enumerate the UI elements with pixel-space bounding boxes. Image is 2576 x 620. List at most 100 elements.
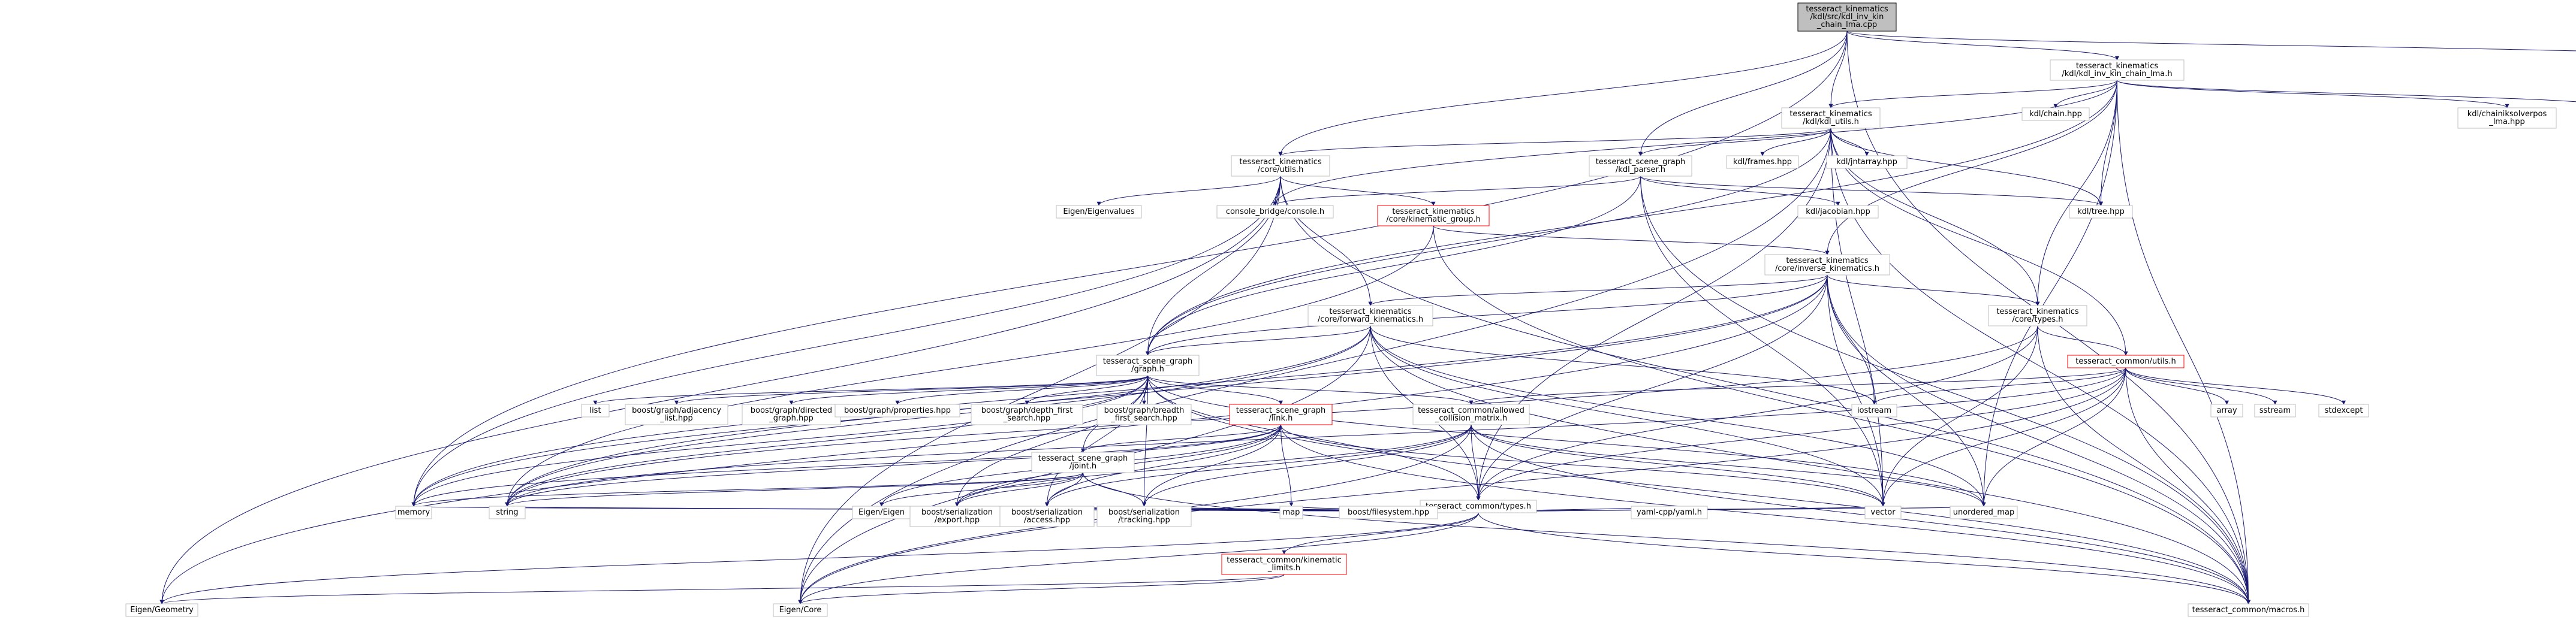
edge-inverse-kinematics-h-to-graph-h (1146, 274, 1828, 356)
edge-kdl-inv-kin-chain-lma-h-to-core-types-h (2035, 80, 2117, 306)
edge-link-h-to-memory (411, 424, 1281, 507)
edge-root-to-kdl-utils-h (1828, 31, 1848, 108)
edge-root-to-core-utils-h (1278, 31, 1848, 156)
edge-kinematic-group-h-to-macros-h (1433, 225, 2250, 604)
node-box (1031, 452, 1135, 473)
node-forward-kinematics-h[interactable]: tesseract_kinematics/core/forward_kinema… (1307, 305, 1433, 326)
edge-kdl-inv-kin-chain-lma-h-to-unordered-map (1981, 80, 2117, 507)
node-jacobian-hpp[interactable]: kdl/jacobian.hpp (1797, 205, 1879, 219)
node-box (2067, 355, 2185, 368)
edge-link-h-to-macros-h (1281, 424, 2250, 604)
edge-common-types-h-to-eigen-core (798, 512, 1479, 604)
node-chainiksolverpos-lma-hpp[interactable]: kdl/chainiksolverpos_lma.hpp (2457, 107, 2557, 129)
node-breadth-first-hpp[interactable]: boost/graph/breadth_first_search.hpp (1096, 404, 1192, 425)
node-macros-h[interactable]: tesseract_common/macros.h (2188, 603, 2309, 617)
node-core-types-h[interactable]: tesseract_kinematics/core/types.h (1988, 305, 2087, 326)
edge-kdl-utils-h-to-tree-hpp (1830, 128, 2103, 206)
node-label: /export.hpp (935, 516, 980, 525)
node-label: stdexcept (2325, 406, 2363, 415)
node-box (1589, 155, 1692, 177)
edge-allowed-collision-h-to-macros-h (1471, 424, 2250, 604)
node-allowed-collision-h[interactable]: tesseract_common/allowed_collision_matri… (1412, 404, 1530, 425)
edge-graph-h-to-link-h (1147, 375, 1283, 405)
node-label: kdl/jacobian.hpp (1806, 207, 1870, 216)
node-kdl-utils-h[interactable]: tesseract_kinematics/kdl/kdl_utils.h (1781, 107, 1881, 129)
edge-joint-h-to-ser-access (1045, 472, 1083, 507)
node-common-utils-h[interactable]: tesseract_common/utils.h (2067, 355, 2185, 368)
node-label: _search.hpp (1003, 414, 1051, 423)
node-box (1279, 506, 1303, 519)
node-kdl-inv-kin-chain-lma-h[interactable]: tesseract_kinematics/kdl/kdl_inv_kin_cha… (2050, 59, 2185, 81)
node-eigen-core[interactable]: Eigen/Core (773, 603, 828, 617)
node-ser-access[interactable]: boost/serialization/access.hpp (999, 506, 1095, 527)
node-label: tesseract_scene_graph (1103, 357, 1192, 366)
edge-common-types-h-to-kinematic-limits-h (1282, 512, 1479, 555)
node-kinematic-limits-h[interactable]: tesseract_common/kinematic_limits.h (1221, 554, 1347, 575)
edge-inverse-kinematics-h-to-memory (411, 274, 1828, 507)
edge-common-types-h-to-eigen-geometry (159, 512, 1479, 604)
node-core-utils-h[interactable]: tesseract_kinematics/core/utils.h (1231, 155, 1330, 177)
node-stdexcept[interactable]: stdexcept (2318, 404, 2369, 418)
node-depth-first-hpp[interactable]: boost/graph/depth_first_search.hpp (971, 404, 1083, 425)
node-array[interactable]: array (2210, 404, 2243, 418)
edge-root-to-memory (411, 31, 1848, 507)
edge-kinematic-group-h-to-string (505, 225, 1434, 507)
node-graph-h[interactable]: tesseract_scene_graph/graph.h (1096, 355, 1200, 376)
node-eigen-eigen[interactable]: Eigen/Eigen (852, 506, 911, 519)
edge-allowed-collision-h-to-ser-access (1045, 424, 1472, 507)
node-label: _limits.h (1267, 564, 1300, 573)
edge-core-utils-h-to-kinematic-group-h (1280, 176, 1436, 206)
node-tree-hpp[interactable]: kdl/tree.hpp (2069, 205, 2133, 219)
edge-root-to-kdl-parser-h (1638, 31, 1848, 156)
node-box (1950, 506, 2018, 519)
node-jntarray-hpp[interactable]: kdl/jntarray.hpp (1826, 155, 1908, 169)
node-vector[interactable]: vector (1864, 506, 1902, 519)
node-joint-h[interactable]: tesseract_scene_graph/joint.h (1031, 452, 1135, 473)
node-sstream[interactable]: sstream (2254, 404, 2296, 418)
edge-core-utils-h-to-eigenvalues (1096, 176, 1281, 206)
node-label: boost/filesystem.hpp (1348, 508, 1429, 517)
edge-kdl-inv-kin-chain-lma-h-to-chainiksolverpos-lma-hpp (2117, 80, 2509, 108)
edge-joint-h-to-ser-tracking (1083, 472, 1146, 507)
node-memory[interactable]: memory (395, 506, 432, 519)
node-eigenvalues[interactable]: Eigen/Eigenvalues (1056, 205, 1142, 219)
node-label: tesseract_common/utils.h (2075, 357, 2176, 366)
node-ser-tracking[interactable]: boost/serialization/tracking.hpp (1096, 506, 1192, 527)
node-label: _lma.hpp (2488, 117, 2525, 126)
node-box (1377, 205, 1490, 226)
node-string[interactable]: string (489, 506, 526, 519)
node-frames-hpp[interactable]: kdl/frames.hpp (1726, 155, 1799, 169)
edge-core-utils-h-to-eigen-core (798, 176, 1281, 604)
node-root[interactable]: tesseract_kinematics/kdl/src/kdl_inv_kin… (1797, 2, 1897, 32)
edge-inverse-kinematics-h-to-common-types-h (1476, 274, 1828, 501)
node-map[interactable]: map (1279, 506, 1303, 519)
node-console-h[interactable]: console_bridge/console.h (1216, 205, 1334, 219)
node-label: /link.h (1269, 414, 1293, 423)
node-common-types-h[interactable]: tesseract_common/types.h (1420, 500, 1537, 513)
node-list[interactable]: list (581, 404, 610, 418)
node-kdl-parser-h[interactable]: tesseract_scene_graph/kdl_parser.h (1589, 155, 1692, 177)
node-kinematic-group-h[interactable]: tesseract_kinematics/core/kinematic_grou… (1377, 205, 1490, 226)
node-directed-graph-hpp[interactable]: boost/graph/directed_graph.hpp (742, 404, 841, 425)
edge-graph-h-to-memory (411, 375, 1148, 507)
node-yaml-h[interactable]: yaml-cpp/yaml.h (1631, 506, 1708, 519)
node-inverse-kinematics-h[interactable]: tesseract_kinematics/core/inverse_kinema… (1764, 254, 1890, 276)
node-adjacency-list-hpp[interactable]: boost/graph/adjacency_list.hpp (625, 404, 728, 425)
node-box (1864, 506, 1902, 519)
node-unordered-map[interactable]: unordered_map (1950, 506, 2018, 519)
edge-common-utils-h-to-string (505, 367, 2126, 507)
node-iostream[interactable]: iostream (1851, 404, 1897, 418)
node-ser-export[interactable]: boost/serialization/export.hpp (909, 506, 1005, 527)
node-properties-hpp[interactable]: boost/graph/properties.hpp (834, 404, 960, 418)
node-label: boost/graph/properties.hpp (844, 406, 951, 415)
node-filesystem-hpp[interactable]: boost/filesystem.hpp (1339, 506, 1438, 519)
node-label: boost/graph/directed (751, 406, 832, 415)
node-box (625, 404, 728, 425)
edge-joint-h-to-ser-export (955, 472, 1083, 507)
node-chain-hpp[interactable]: kdl/chain.hpp (2021, 107, 2090, 121)
node-eigen-geometry[interactable]: Eigen/Geometry (125, 603, 198, 617)
node-label: Eigen/Eigen (858, 508, 905, 517)
node-link-h[interactable]: tesseract_scene_graph/link.h (1229, 404, 1333, 425)
node-label: tesseract_scene_graph (1596, 158, 1685, 167)
